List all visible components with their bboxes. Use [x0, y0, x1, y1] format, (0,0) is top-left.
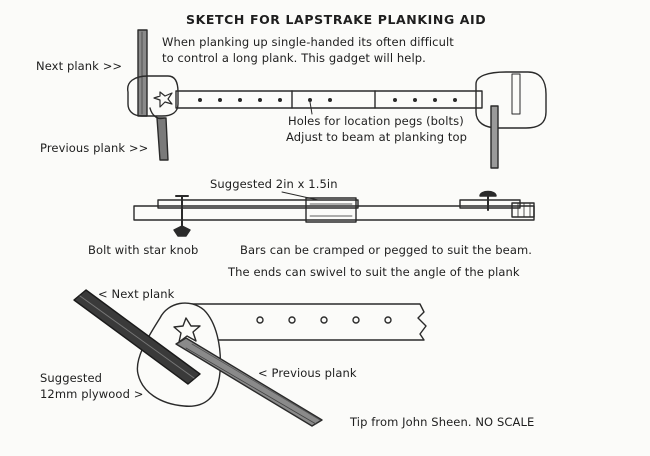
bolt-star-knob-side — [173, 195, 191, 237]
star-cutout — [173, 317, 201, 343]
beam-detail — [189, 303, 427, 341]
previous-plank-label-detail: < Previous plank — [258, 366, 357, 380]
right-knob-side — [479, 190, 497, 211]
size-leader — [281, 191, 319, 201]
sketch-title: SKETCH FOR LAPSTRAKE PLANKING AID — [186, 12, 487, 27]
beam-side — [133, 197, 535, 223]
bolt-label: Bolt with star knob — [88, 243, 199, 257]
holes-leader — [309, 101, 313, 115]
plywood-label-line-1: Suggested — [40, 371, 103, 385]
plywood-piece — [136, 302, 222, 407]
previous-plank-label-top: Previous plank >> — [40, 141, 149, 155]
next-plank-label-detail: < Next plank — [98, 287, 175, 301]
previous-plank-left — [149, 107, 169, 161]
location-holes-top — [198, 98, 457, 102]
star-knob-top — [153, 91, 173, 108]
holes-label-line-2: Adjust to beam at planking top — [286, 130, 468, 144]
intro-line-2: to control a long plank. This gadget wil… — [162, 51, 426, 65]
swivel-note: The ends can swivel to suit the angle of… — [228, 265, 520, 279]
previous-plank-detail — [175, 337, 323, 427]
bars-note: Bars can be cramped or pegged to suit th… — [240, 243, 533, 257]
previous-plank-right — [490, 105, 499, 169]
holes-label-line-1: Holes for location pegs (bolts) — [288, 114, 464, 128]
intro-line-1: When planking up single-handed its often… — [162, 35, 454, 49]
right-end-block — [475, 71, 547, 129]
credit-note: Tip from John Sheen. NO SCALE — [350, 415, 535, 429]
left-end-block — [127, 75, 179, 117]
next-plank-top — [137, 29, 148, 117]
beam-top — [175, 90, 483, 109]
next-plank-detail — [73, 289, 201, 385]
plywood-label-line-2: 12mm plywood > — [40, 387, 144, 401]
beam-size-label: Suggested 2in x 1.5in — [210, 177, 338, 191]
next-plank-label-top: Next plank >> — [36, 59, 123, 73]
